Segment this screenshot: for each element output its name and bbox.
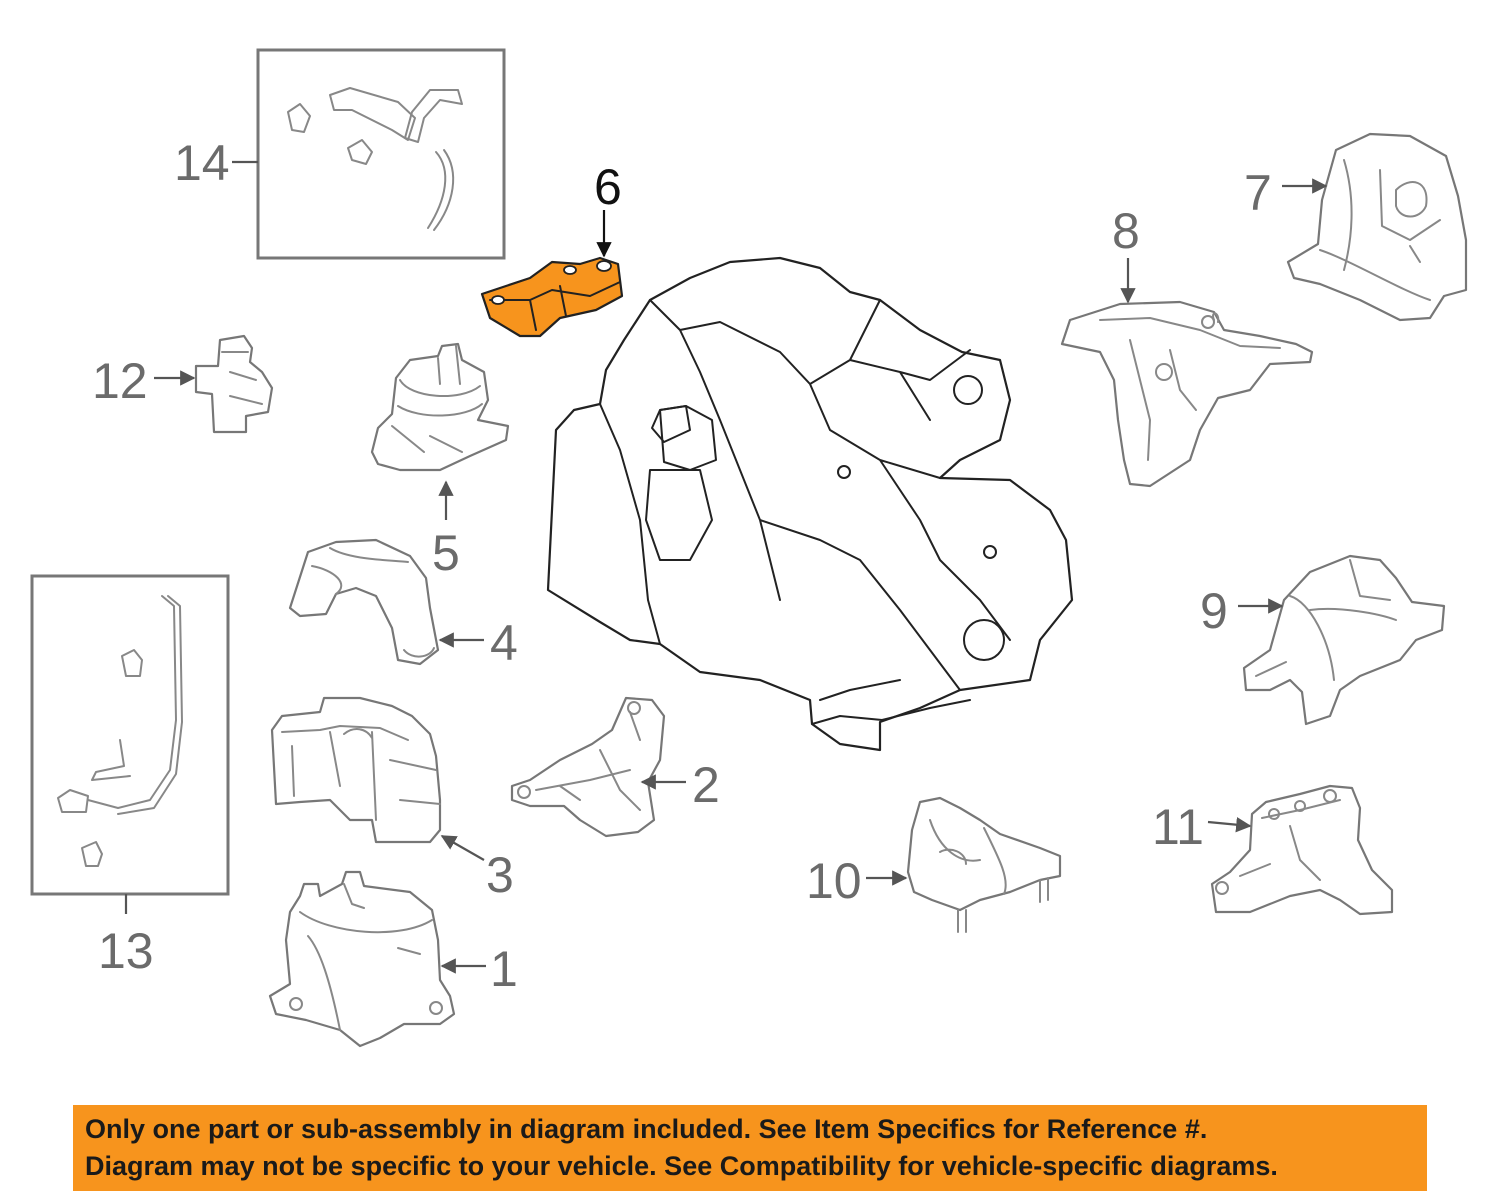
part-3-cover	[270, 696, 442, 844]
callout-8: 8	[1112, 203, 1140, 259]
callout-10: 10	[806, 853, 862, 909]
part-8-bracket	[1060, 300, 1314, 488]
callout-13: 13	[98, 923, 154, 979]
part-10-mount	[906, 796, 1062, 933]
callout-14: 14	[174, 135, 230, 191]
part-4-bracket	[288, 538, 440, 666]
leader-11	[1207, 817, 1252, 833]
callout-3: 3	[486, 847, 514, 903]
disclaimer-line-1: Only one part or sub-assembly in diagram…	[85, 1114, 1208, 1144]
callout-9: 9	[1200, 583, 1228, 639]
callout-7: 7	[1244, 165, 1272, 221]
part-2-bracket	[510, 696, 666, 838]
disclaimer-banner: Only one part or sub-assembly in diagram…	[73, 1105, 1427, 1191]
callout-12: 12	[92, 353, 148, 409]
callout-4: 4	[490, 615, 518, 671]
part-13-pipe-kit	[30, 574, 230, 914]
part-12-solenoid	[194, 334, 274, 434]
part-7-mount	[1286, 132, 1468, 322]
part-9-mount	[1242, 554, 1446, 726]
callout-5: 5	[432, 525, 460, 581]
part-6-bracket-highlighted	[480, 256, 624, 338]
part-14-box	[256, 48, 506, 260]
part-5-mount	[370, 342, 510, 472]
part-14-hose-kit	[232, 48, 506, 260]
parts-diagram: 14 12 6 5 4	[30, 48, 1468, 1048]
leader-3	[440, 835, 485, 861]
engine-assembly	[546, 256, 1074, 752]
callout-11: 11	[1152, 799, 1204, 855]
part-13-box	[30, 574, 230, 896]
disclaimer-line-2: Diagram may not be specific to your vehi…	[85, 1151, 1278, 1181]
part-11-bracket	[1210, 784, 1394, 916]
callout-2: 2	[692, 757, 720, 813]
callout-6: 6	[594, 159, 622, 215]
part-1-mount	[268, 870, 456, 1048]
callout-1: 1	[490, 941, 518, 997]
